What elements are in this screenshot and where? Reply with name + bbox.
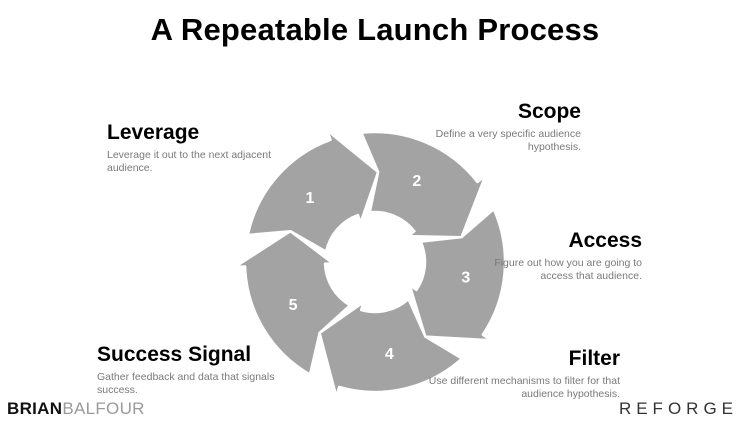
step-number-3: 3 [461,269,470,286]
step-description: Leverage it out to the next adjacent aud… [107,149,272,174]
cycle-arrow-5 [233,229,352,376]
step-title: Success Signal [97,343,252,366]
step-leverage: Leverage Leverage it out to the next adj… [107,121,307,175]
step-description: Figure out how you are going to access t… [494,257,642,282]
cycle-arrow-4 [318,297,464,398]
step-number-5: 5 [289,297,298,314]
author-logo: BRIANBALFOUR [7,399,145,419]
author-logo-last: BALFOUR [62,399,145,418]
step-description: Gather feedback and data that signals su… [97,371,275,396]
step-description: Define a very specific audience hypothes… [435,128,581,153]
step-description: Use different mechanisms to filter for t… [428,375,620,400]
step-success-signal: Success Signal Gather feedback and data … [97,343,317,397]
cycle-arrow-1 [246,129,380,253]
step-title: Scope [517,100,581,123]
step-number-4: 4 [385,346,394,363]
cycle-arrows [233,129,507,398]
step-title: Leverage [107,121,200,144]
author-logo-first: BRIAN [7,399,63,418]
cycle-arrow-2 [360,130,487,239]
cycle-step-numbers: 1 2 3 4 5 [289,173,471,363]
page-title: A Repeatable Launch Process [150,12,600,47]
reforge-logo: REFORGE [618,399,738,418]
step-access: Access Figure out how you are going to a… [472,229,642,283]
step-title: Access [568,229,642,252]
step-number-2: 2 [412,173,421,190]
step-scope: Scope Define a very specific audience hy… [381,100,581,154]
step-number-1: 1 [305,190,314,207]
step-title: Filter [568,347,620,370]
step-filter: Filter Use different mechanisms to filte… [400,347,620,401]
cycle-arrow-3 [408,207,507,342]
